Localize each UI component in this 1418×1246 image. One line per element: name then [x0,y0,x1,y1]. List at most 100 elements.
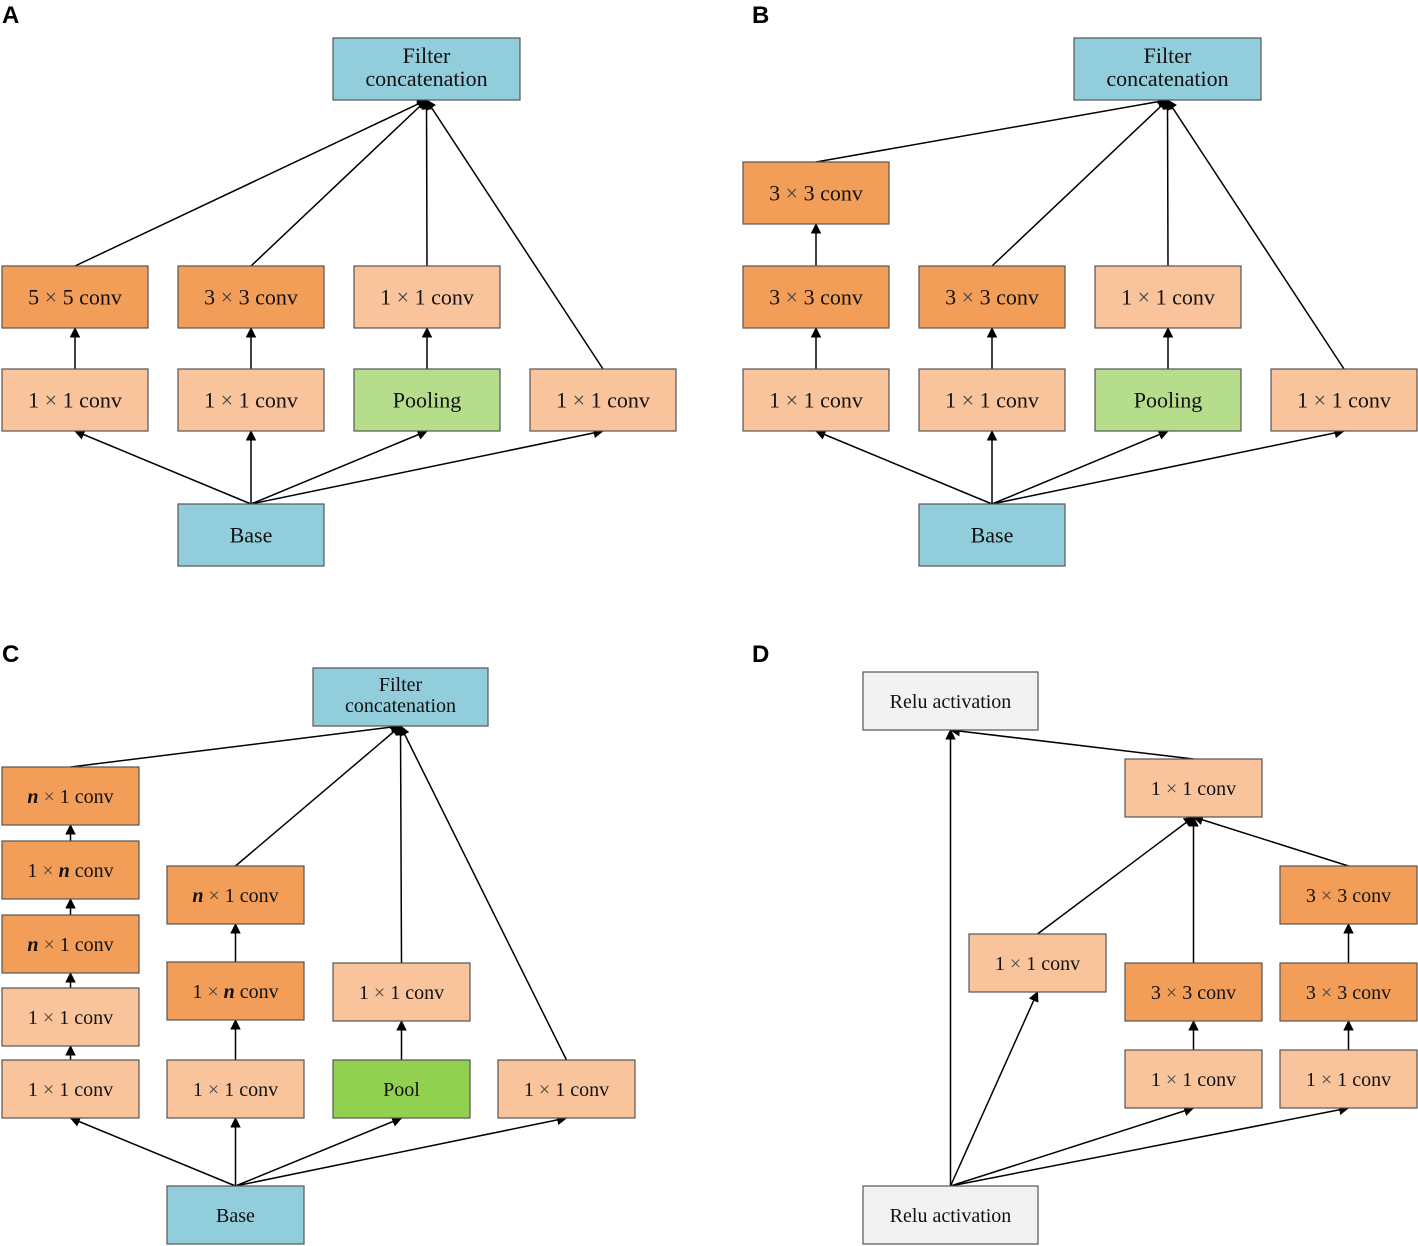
node-box [332,962,471,1022]
node-box [166,961,305,1021]
arrow-a1-to-fc [74,99,428,267]
node-d7: 1 × 1 conv [1279,1049,1418,1109]
node-label: 1 × n conv [27,860,113,882]
node-box [353,265,501,329]
node-box [166,1059,305,1119]
arrow-c11-to-fc [399,725,568,1061]
arrow-base-to-b4 [815,429,993,505]
node-a4: 1 × 1 conv [1,368,149,432]
node-label: Pooling [1134,388,1202,413]
node-label: Relu activation [890,691,1012,713]
node-box [1279,1049,1418,1109]
arrow-base-to-a7 [250,427,605,505]
node-a1: 5 × 5 conv [1,265,149,329]
node-label: 1 × 1 conv [28,1079,113,1101]
node-label: 1 × 1 conv [524,1079,609,1101]
node-d2: 1 × 1 conv [968,933,1107,993]
node-box [862,1185,1039,1245]
node-box [742,265,890,329]
node-base: Base [177,503,325,567]
node-box [1,914,140,974]
node-b7: 1 × 1 conv [1270,368,1418,432]
node-label: 1 × 1 conv [193,1079,278,1101]
node-label: 1 × 1 conv [359,982,444,1004]
node-label: 1 × 1 conv [1151,778,1236,800]
node-box [1,368,149,432]
node-label: 1 × 1 conv [1306,1069,1391,1091]
node-c1: n × 1 conv [1,766,140,826]
node-box [1094,368,1242,432]
node-a7: 1 × 1 conv [529,368,677,432]
node-b2: 3 × 3 conv [918,265,1066,329]
node-box [742,368,890,432]
node-label: 1 × 1 conv [556,388,650,413]
node-d1: 1 × 1 conv [1124,758,1263,818]
node-label: Filter [379,674,423,696]
node-box [1,987,140,1047]
arrow-b2-to-fc [991,99,1169,267]
node-c8: 1 × 1 conv [166,1059,305,1119]
node-label: Filter [1144,43,1192,68]
node-d3: 3 × 3 conv [1124,962,1263,1022]
node-box [968,933,1107,993]
node-label: Pool [383,1079,420,1101]
node-label: 1 × 1 conv [1151,1069,1236,1091]
node-box [1124,1049,1263,1109]
arrow-d1-to-top [949,725,1194,760]
node-box [177,368,325,432]
node-label: 3 × 3 conv [1151,982,1236,1004]
node-b5: 1 × 1 conv [918,368,1066,432]
node-box [1124,758,1263,818]
node-label: concatenation [1106,66,1228,91]
arrow-c9-to-fc [395,724,406,964]
node-label: 1 × 1 conv [995,953,1080,975]
node-label: 3 × 3 conv [945,285,1039,310]
arrow-base-to-c10 [235,1116,403,1187]
node-c7: 1 × n conv [166,961,305,1021]
node-box [1,766,140,826]
node-box [862,671,1039,731]
node-label: Filter [403,43,451,68]
node-b1: 3 × 3 conv [742,265,890,329]
arrow-base-to-a4 [74,429,252,505]
panel-label-d: D [752,641,770,668]
node-d5: 3 × 3 conv [1279,962,1418,1022]
node-c5: 1 × 1 conv [1,1059,140,1119]
node-base: Base [918,503,1066,567]
node-label: Base [971,523,1014,548]
node-box [1,840,140,900]
node-bottom: Relu activation [862,1185,1039,1245]
node-b0: 3 × 3 conv [742,161,890,225]
arrow-a3-to-fc [421,98,432,267]
node-label: Base [216,1205,255,1227]
node-box [332,37,521,101]
node-a3: 1 × 1 conv [353,265,501,329]
arrow-a7-to-fc [425,99,604,370]
node-label: Pooling [393,388,461,413]
arrow-c1-to-fc [70,721,402,768]
arrow-d2-to-d1 [1037,816,1195,935]
node-box [1270,368,1418,432]
node-label: concatenation [345,695,456,717]
node-box [529,368,677,432]
node-box [353,368,501,432]
arrow-base-to-b7 [991,427,1346,505]
node-label: 5 × 5 conv [28,285,122,310]
arrow-base-to-c11 [235,1114,568,1187]
node-box [177,503,325,567]
node-base: Base [166,1185,305,1245]
node-c9: 1 × 1 conv [332,962,471,1022]
node-c11: 1 × 1 conv [497,1059,636,1119]
node-label: concatenation [365,66,487,91]
node-a5: 1 × 1 conv [177,368,325,432]
node-label: 1 × 1 conv [28,388,122,413]
node-c10: Pool [332,1059,471,1119]
node-d6: 1 × 1 conv [1124,1049,1263,1109]
node-box [312,667,489,727]
